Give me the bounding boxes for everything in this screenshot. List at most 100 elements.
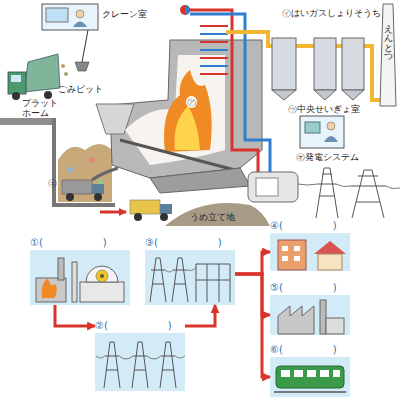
- boiler-pipes: [190, 14, 270, 172]
- incinerator: [150, 168, 250, 193]
- panel-background: [95, 333, 185, 391]
- pit-label: ごみピット: [58, 84, 103, 94]
- incinerator: [164, 70, 212, 152]
- boiler-pipes: [180, 5, 270, 172]
- ash-truck: [92, 168, 118, 180]
- flow-arrow: [235, 274, 270, 315]
- equipment-label: ㋑はいガスしょりそうち: [282, 8, 381, 18]
- garbage-truck: [44, 91, 52, 99]
- landfill: [160, 204, 172, 214]
- ash-truck: [62, 180, 92, 194]
- blank-label: ④( ): [270, 219, 350, 233]
- transmission-towers: [298, 184, 400, 189]
- control-room: [300, 116, 344, 148]
- room-label: クレーン室: [102, 9, 147, 19]
- crane-room: [46, 8, 68, 22]
- control-room: [300, 116, 344, 148]
- gas-treatment-units: [342, 90, 364, 100]
- garbage-pit: [54, 118, 115, 205]
- blank-label: ③( ): [145, 236, 235, 250]
- incinerator: [96, 40, 262, 193]
- crane-grab: [75, 30, 89, 71]
- flue-gas-duct: [226, 32, 382, 100]
- control-room: [324, 136, 338, 142]
- garbage-truck: [24, 54, 60, 92]
- landfill: [130, 200, 270, 226]
- transmission-towers: [350, 170, 386, 218]
- landfill: [160, 213, 168, 221]
- crane-room: [73, 22, 87, 28]
- callout-letter: ㋐: [186, 96, 197, 108]
- gas-treatment-units: [272, 90, 296, 100]
- boiler-pipes: [180, 5, 190, 15]
- crane-grab: [75, 62, 89, 71]
- incinerator: [120, 140, 235, 170]
- garbage-truck: [64, 72, 68, 76]
- chimney-label: えんとつ: [384, 18, 393, 58]
- gas-treatment-units: [272, 38, 296, 90]
- garbage-truck: [12, 92, 20, 100]
- garbage-pit: [89, 157, 95, 163]
- gas-treatment-units: [314, 38, 336, 90]
- blank-label: ②( ): [95, 319, 185, 333]
- garbage-pit: [54, 118, 115, 205]
- blank-label: ①( ): [30, 236, 130, 250]
- control-room: [305, 122, 320, 133]
- panel-background: [145, 250, 235, 305]
- garbage-truck: [61, 64, 65, 68]
- blank-label: ⑤( ): [270, 281, 350, 295]
- system-label: ㋔発電システム: [296, 152, 359, 162]
- picture-panel: ②( ): [95, 319, 185, 391]
- panel-background: [270, 357, 350, 397]
- gas-treatment-units: [272, 38, 364, 100]
- flow-arrow: [235, 252, 270, 274]
- garbage-pit: [97, 179, 103, 185]
- landfill: [134, 213, 142, 221]
- crane-room: [42, 4, 98, 30]
- boiler-pipes: [185, 5, 190, 15]
- boiler-pipes: [185, 10, 258, 172]
- incinerator: [125, 55, 225, 165]
- generator: [256, 178, 278, 196]
- picture-panel: ①( ): [30, 236, 130, 305]
- crane-room: [42, 4, 98, 30]
- chimney: [380, 4, 396, 106]
- panel-background: [30, 250, 130, 305]
- gas-treatment-units: [314, 90, 336, 100]
- platform-label: プラット ホーム: [22, 98, 58, 118]
- transmission-towers: [298, 168, 400, 218]
- control-room: [327, 122, 335, 130]
- garbage-truck: [11, 75, 21, 82]
- picture-panel: ⑤( ): [270, 281, 350, 335]
- crane-room: [76, 10, 84, 18]
- landfill: [165, 203, 270, 226]
- panel-background: [270, 233, 350, 271]
- flue-gas-duct: [226, 32, 382, 100]
- incinerator: [175, 106, 200, 150]
- garbage-truck: [8, 72, 26, 94]
- garbage-pit: [67, 167, 73, 173]
- incinerator: [110, 40, 262, 178]
- flow-arrow: [55, 305, 95, 326]
- transmission-towers: [316, 168, 338, 218]
- incinerator: [96, 104, 134, 134]
- callout-letter: ㋓: [48, 178, 57, 188]
- picture-panel: ④( ): [270, 219, 350, 271]
- garbage-pit: [58, 144, 112, 202]
- boiler-pipes: [200, 26, 228, 74]
- chimney: [380, 4, 396, 106]
- gas-treatment-units: [342, 38, 364, 90]
- platform: [0, 118, 54, 125]
- landfill: [130, 200, 160, 214]
- generator: [248, 172, 298, 202]
- ash-truck: [92, 184, 104, 194]
- generator: [248, 172, 298, 202]
- flow-arrow: [185, 305, 215, 326]
- platform: [0, 118, 54, 125]
- crane-grab: [82, 30, 88, 62]
- ash-truck: [100, 211, 126, 214]
- panel-background: [270, 295, 350, 335]
